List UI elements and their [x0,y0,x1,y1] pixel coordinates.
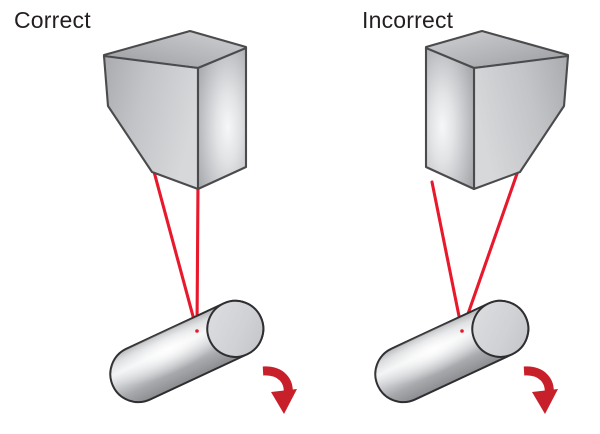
rotating-cylinder-incorrect [374,299,530,404]
panel-correct: Correct [14,7,297,414]
panel-incorrect: Incorrect [362,7,570,414]
sensor-side-face [102,54,200,191]
laser-beams-incorrect [430,166,521,333]
beam-angled [151,166,199,333]
beam-vertical [430,180,464,333]
beam-angled [460,166,521,333]
laser-sensor-incorrect [424,29,570,191]
rotation-arrow-head [271,389,297,414]
laser-beams-correct [151,166,200,333]
cylinder-end-cap [206,299,265,358]
panel-title-incorrect: Incorrect [362,7,454,33]
beam-vertical [195,180,200,333]
measurement-point [460,329,464,333]
rotating-cylinder-correct [109,299,265,404]
rotation-arrow-incorrect [523,366,558,414]
laser-sensor-correct [102,29,248,191]
sensor-front-face [196,46,248,191]
cylinder-end-cap [471,299,530,358]
panel-title-correct: Correct [14,7,91,33]
rotation-arrow-head [532,389,558,414]
rotation-arrow-correct [262,366,297,414]
sensor-side-face [472,54,570,191]
sensor-front-face [424,46,476,191]
measurement-point [195,329,199,333]
